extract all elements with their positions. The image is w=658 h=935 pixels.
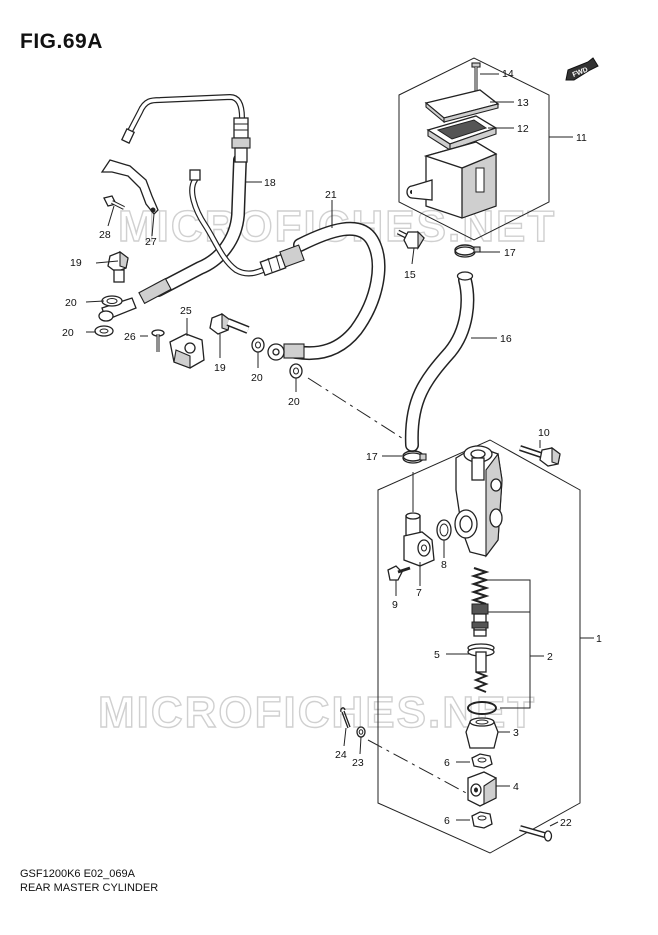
master-cylinder-group-box — [377, 439, 581, 854]
washer-left-lower — [94, 325, 114, 337]
callout-labels: 14 13 12 11 17 15 16 18 21 19 20 20 26 2… — [62, 68, 602, 829]
hose-joint — [403, 512, 435, 567]
callout-13: 13 — [517, 97, 529, 109]
locknut-upper — [471, 753, 493, 769]
clamp-screw — [151, 329, 165, 352]
callout-4: 4 — [513, 781, 519, 793]
washer-right-upper — [251, 337, 265, 353]
callout-6-upper: 6 — [444, 757, 450, 769]
callout-11: 11 — [576, 132, 587, 144]
assembly-axis-upper — [307, 377, 406, 441]
master-cylinder-bolt — [519, 445, 561, 467]
callout-23: 23 — [352, 757, 364, 769]
reservoir-mount-bolt — [396, 229, 425, 250]
washer-left-upper — [101, 295, 123, 307]
callout-14: 14 — [502, 68, 514, 80]
cotter-pin — [340, 707, 351, 729]
brake-hose-assembly — [98, 94, 386, 361]
callout-22: 22 — [560, 817, 572, 829]
hose-union-fitting — [259, 244, 305, 277]
joint-screw — [387, 565, 411, 581]
callout-16: 16 — [500, 333, 512, 345]
fwd-arrow-icon: FWD — [565, 57, 599, 81]
callout-20-a: 20 — [65, 297, 77, 309]
master-cylinder-body — [454, 445, 503, 558]
callout-24: 24 — [335, 749, 347, 761]
watermark-bottom: MICROFICHES.NET — [98, 688, 536, 737]
callout-3: 3 — [513, 727, 519, 739]
callout-18: 18 — [264, 177, 276, 189]
hose-clamp-top — [454, 244, 481, 258]
union-bolt-right — [209, 312, 250, 335]
callout-17-top: 17 — [504, 247, 516, 259]
callout-21: 21 — [325, 189, 337, 201]
leader-lines — [85, 73, 594, 827]
master-cylinder-assembly — [340, 439, 581, 854]
pushrod-boot — [465, 717, 499, 749]
reservoir-hose — [404, 271, 475, 452]
callout-7: 7 — [416, 587, 422, 599]
callout-15: 15 — [404, 269, 416, 281]
callout-2: 2 — [547, 651, 553, 663]
callout-12: 12 — [517, 123, 529, 135]
callout-10: 10 — [538, 427, 550, 439]
callout-19-right: 19 — [214, 362, 226, 374]
hose-bracket — [100, 159, 159, 215]
washer-right-lower — [289, 363, 303, 379]
locknut-lower — [471, 811, 493, 829]
assembly-axis-lower — [367, 739, 471, 796]
rod-clevis — [467, 771, 497, 807]
reservoir-assembly: FWD — [396, 57, 599, 258]
callout-20-b: 20 — [62, 327, 74, 339]
callout-8: 8 — [441, 559, 447, 571]
callout-6-lower: 6 — [444, 815, 450, 827]
circlip — [467, 701, 497, 715]
hose-banjo-master — [267, 343, 305, 361]
callout-26: 26 — [124, 331, 136, 343]
callout-25: 25 — [180, 305, 192, 317]
pushrod — [467, 643, 495, 693]
figure-name: REAR MASTER CYLINDER — [20, 882, 159, 894]
piston-spring — [470, 566, 490, 606]
callout-20-d: 20 — [288, 396, 300, 408]
figure-title: FIG.69A — [20, 30, 103, 53]
callout-27: 27 — [145, 236, 157, 248]
union-bolt-left — [107, 250, 129, 283]
reservoir-group-box — [398, 57, 550, 241]
piston — [471, 603, 489, 637]
callout-1: 1 — [596, 633, 602, 645]
callout-9: 9 — [392, 599, 398, 611]
callout-20-c: 20 — [251, 372, 263, 384]
o-ring — [436, 519, 452, 541]
hose-clamp-bottom — [402, 450, 427, 464]
bracket-bolt — [103, 195, 125, 210]
washer-pin — [356, 726, 366, 738]
callout-17-bottom: 17 — [366, 451, 378, 463]
figure-code: GSF1200K6 E02_069A — [20, 868, 135, 880]
hose-clamp-block — [169, 333, 205, 369]
clevis-pin — [519, 825, 553, 842]
hose-fitting-upper — [231, 117, 251, 163]
reservoir-cap-screw — [471, 62, 481, 92]
callout-5: 5 — [434, 649, 440, 661]
callout-28: 28 — [99, 229, 111, 241]
reservoir-body — [406, 141, 498, 219]
callout-19-left: 19 — [70, 257, 82, 269]
